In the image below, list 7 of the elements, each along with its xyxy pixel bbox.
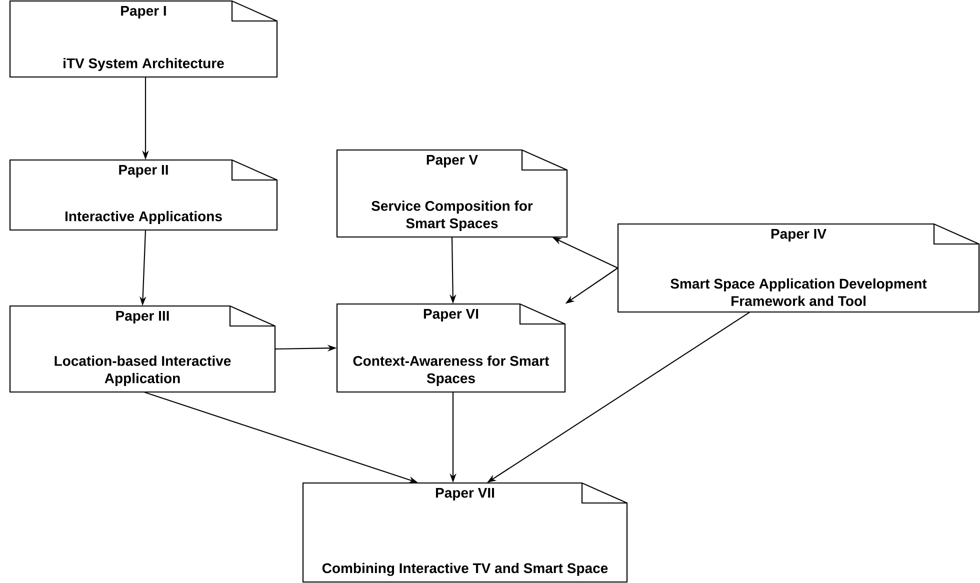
note-box: Paper VII Combining Interactive TV and Smart Space <box>302 482 628 583</box>
note-box: Paper III Location-based Interactive Application <box>9 305 276 393</box>
note-box: Paper V Service Composition for Smart Spaces <box>336 149 568 238</box>
note-box: Paper VI Context-Awareness for Smart Spaces <box>336 303 566 393</box>
note-box: Paper II Interactive Applications <box>9 159 278 231</box>
note-box: Paper IV Smart Space Application Development Framework and Tool <box>617 223 980 313</box>
note-box: Paper I iTV System Architecture <box>9 0 278 78</box>
